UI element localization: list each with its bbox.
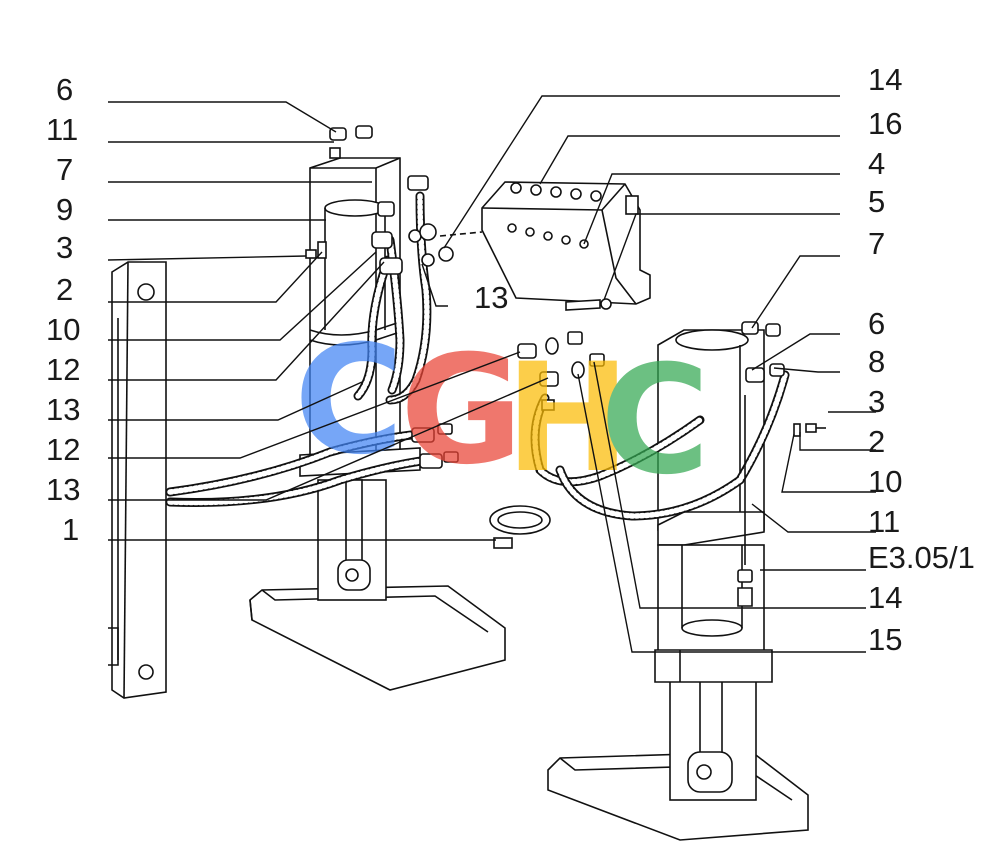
callout-label: 1 (62, 512, 79, 547)
valve-block (439, 181, 651, 311)
callout-label: 14 (868, 580, 902, 615)
left-stand (249, 479, 506, 691)
callout-label: 14 (868, 62, 902, 97)
callout-label: 6 (56, 72, 73, 107)
callout-label: 7 (56, 152, 73, 187)
leader-lines (107, 95, 876, 653)
callout-label: 16 (868, 106, 902, 141)
watermark: C G H C (294, 314, 710, 508)
callout-label: 2 (56, 272, 73, 307)
callout-label: 6 (868, 306, 885, 341)
callout-label: 3 (868, 384, 885, 419)
callout-label: 13 (46, 392, 80, 427)
callout-label: 8 (868, 344, 885, 379)
callout-label: 4 (868, 146, 885, 181)
callout-label: 11 (46, 112, 78, 147)
watermark-letter: G (400, 324, 523, 498)
callout-label: 9 (56, 192, 73, 227)
mounting-bar (108, 261, 167, 699)
callout-label: 3 (56, 230, 73, 265)
right-stand (547, 679, 809, 841)
callout-label: 5 (868, 184, 885, 219)
callout-label: 13 (46, 472, 80, 507)
callout-label: 2 (868, 424, 885, 459)
callout-label: 12 (46, 352, 80, 387)
callout-label: 15 (868, 622, 902, 657)
callout-label: 13 (474, 280, 508, 315)
watermark-letter: H (505, 332, 631, 506)
callout-label: 7 (868, 226, 885, 261)
watermark-letter: C (294, 314, 404, 488)
fittings (305, 125, 826, 607)
callout-label: 11 (868, 504, 900, 539)
callout-label: 12 (46, 432, 80, 467)
callout-labels-right: 14 16 4 5 7 6 8 3 2 10 11 E3.05/1 14 15 (868, 62, 975, 657)
callout-label: 10 (46, 312, 80, 347)
callout-labels-left: 6 11 7 9 3 2 10 12 13 12 13 1 (46, 72, 80, 547)
watermark-letter: C (600, 334, 710, 508)
callout-label: 10 (868, 464, 902, 499)
hoses (165, 191, 790, 521)
callout-label: E3.05/1 (868, 540, 975, 575)
